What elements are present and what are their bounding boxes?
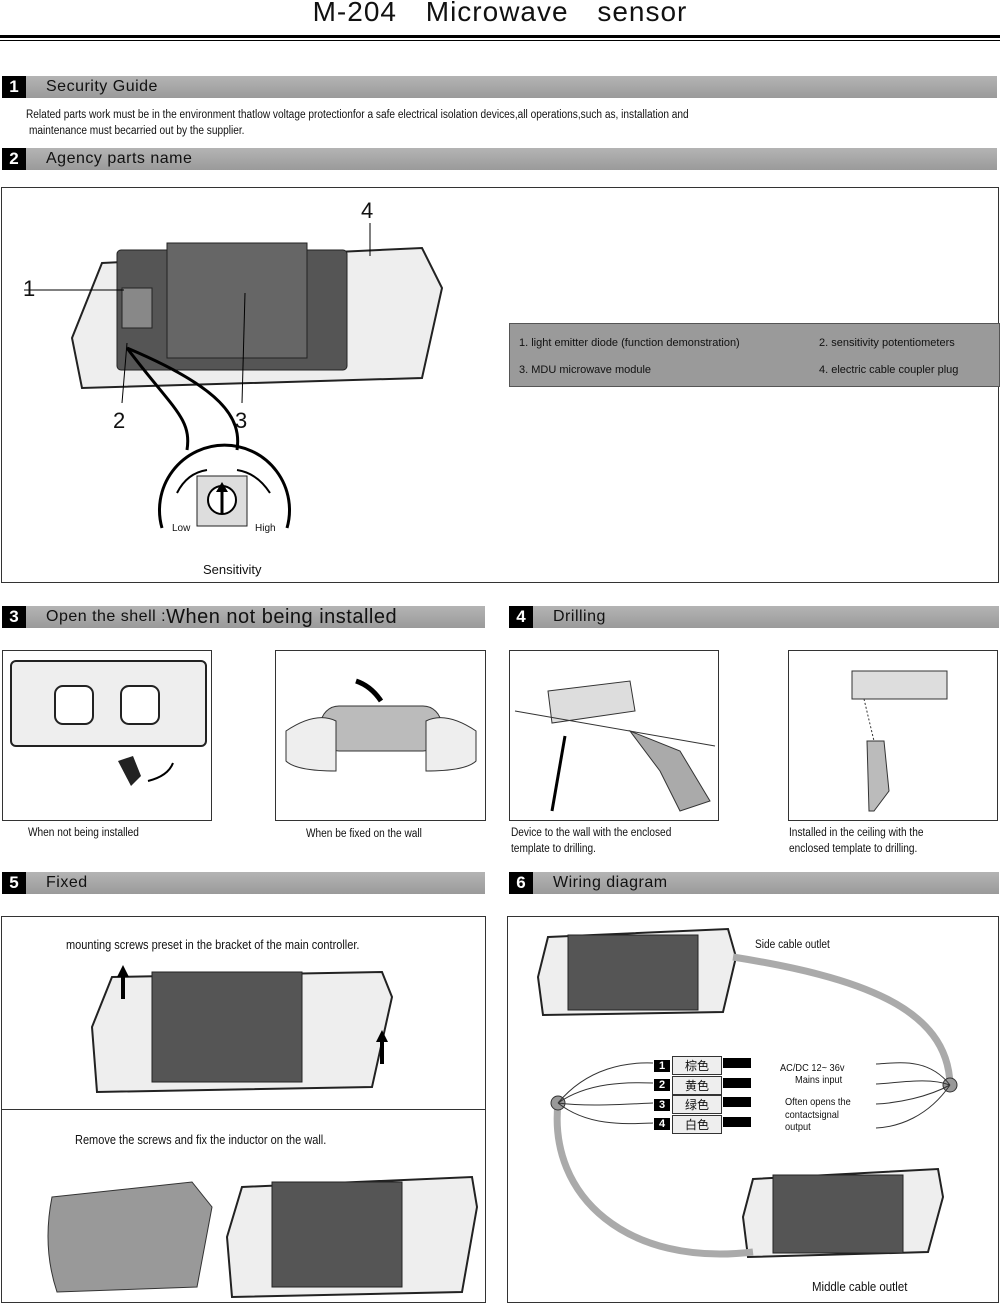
callout-2: 2 bbox=[113, 408, 126, 433]
section-header-open-shell: 3 Open the shell : When not being install… bbox=[2, 606, 485, 628]
wire-number: 3 bbox=[654, 1098, 670, 1111]
caption: Device to the wall with the enclosed bbox=[511, 827, 672, 839]
parts-diagram-box: 1 2 3 4 Low High Sensitivity bbox=[1, 187, 999, 583]
security-text: Related parts work must be in the enviro… bbox=[26, 109, 689, 121]
wire-number: 1 bbox=[654, 1059, 670, 1072]
wire-color: 白色 bbox=[672, 1114, 722, 1134]
drilling-ceiling-image bbox=[788, 650, 998, 821]
caption: When be fixed on the wall bbox=[306, 828, 422, 840]
drilling-wall-image bbox=[509, 650, 719, 821]
open-shell-image-1 bbox=[2, 650, 212, 821]
section-label: Drilling bbox=[553, 608, 606, 625]
section-number: 6 bbox=[509, 872, 533, 894]
high-label: High bbox=[255, 523, 276, 534]
section-number: 5 bbox=[2, 872, 26, 894]
section-header-agency-parts: 2 Agency parts name bbox=[2, 148, 997, 170]
security-text: maintenance must becarried out by the su… bbox=[29, 125, 245, 137]
power-label: AC/DC 12~ 36v bbox=[780, 1062, 845, 1074]
callout-1: 1 bbox=[23, 276, 36, 301]
sensor-board-illustration bbox=[24, 223, 444, 529]
caption: Installed in the ceiling with the bbox=[789, 827, 924, 839]
section-number: 3 bbox=[2, 606, 26, 628]
section-number: 1 bbox=[2, 76, 26, 98]
output-label: Often opens the bbox=[785, 1096, 851, 1108]
section-number: 4 bbox=[509, 606, 533, 628]
wire-color: 棕色 bbox=[672, 1056, 722, 1076]
section-label: Security Guide bbox=[46, 78, 158, 95]
caption: enclosed template to drilling. bbox=[789, 843, 918, 855]
wire-color: 绿色 bbox=[672, 1095, 722, 1115]
section-label: Fixed bbox=[46, 874, 88, 891]
legend-item: 3. MDU microwave module bbox=[519, 364, 652, 376]
section-number: 2 bbox=[2, 148, 26, 170]
fixed-instruction: Remove the screws and fix the inductor o… bbox=[75, 1133, 327, 1147]
section-header-wiring: 6 Wiring diagram bbox=[509, 872, 999, 894]
output-label: contactsignal bbox=[785, 1109, 839, 1121]
section-header-drilling: 4 Drilling bbox=[509, 606, 999, 628]
power-label: Mains input bbox=[795, 1074, 843, 1086]
legend-item: 4. electric cable coupler plug bbox=[819, 364, 959, 376]
wire-number: 2 bbox=[654, 1079, 670, 1092]
sensitivity-label: Sensitivity bbox=[203, 562, 262, 577]
parts-legend: 1. light emitter diode (function demonst… bbox=[509, 323, 1000, 387]
open-shell-image-2 bbox=[275, 650, 486, 821]
wire-color: 黄色 bbox=[672, 1075, 722, 1095]
callout-4: 4 bbox=[361, 198, 374, 223]
wiring-illustration bbox=[536, 927, 958, 1259]
page-title: M-204 Microwave sensor bbox=[312, 0, 688, 27]
caption: When not being installed bbox=[28, 827, 139, 839]
middle-outlet-label: Middle cable outlet bbox=[812, 1279, 908, 1294]
section-header-security-guide: 1 Security Guide bbox=[2, 76, 997, 98]
low-label: Low bbox=[172, 523, 191, 534]
wire-number: 4 bbox=[654, 1118, 670, 1131]
legend-item: 1. light emitter diode (function demonst… bbox=[519, 337, 740, 349]
side-outlet-label: Side cable outlet bbox=[755, 939, 830, 951]
section-header-fixed: 5 Fixed bbox=[2, 872, 485, 894]
divider bbox=[0, 35, 1000, 38]
section-label: Wiring diagram bbox=[553, 874, 668, 891]
section-label: Open the shell : bbox=[46, 608, 167, 625]
caption: template to drilling. bbox=[511, 843, 596, 855]
section-label: Agency parts name bbox=[46, 150, 193, 167]
divider bbox=[0, 40, 1000, 41]
fixed-instruction: mounting screws preset in the bracket of… bbox=[66, 938, 360, 952]
callout-3: 3 bbox=[235, 408, 248, 433]
output-label: output bbox=[785, 1121, 811, 1133]
legend-item: 2. sensitivity potentiometers bbox=[819, 337, 955, 349]
section-label: When not being installed bbox=[166, 605, 398, 628]
fixed-box: mounting screws preset in the bracket of… bbox=[1, 916, 486, 1303]
